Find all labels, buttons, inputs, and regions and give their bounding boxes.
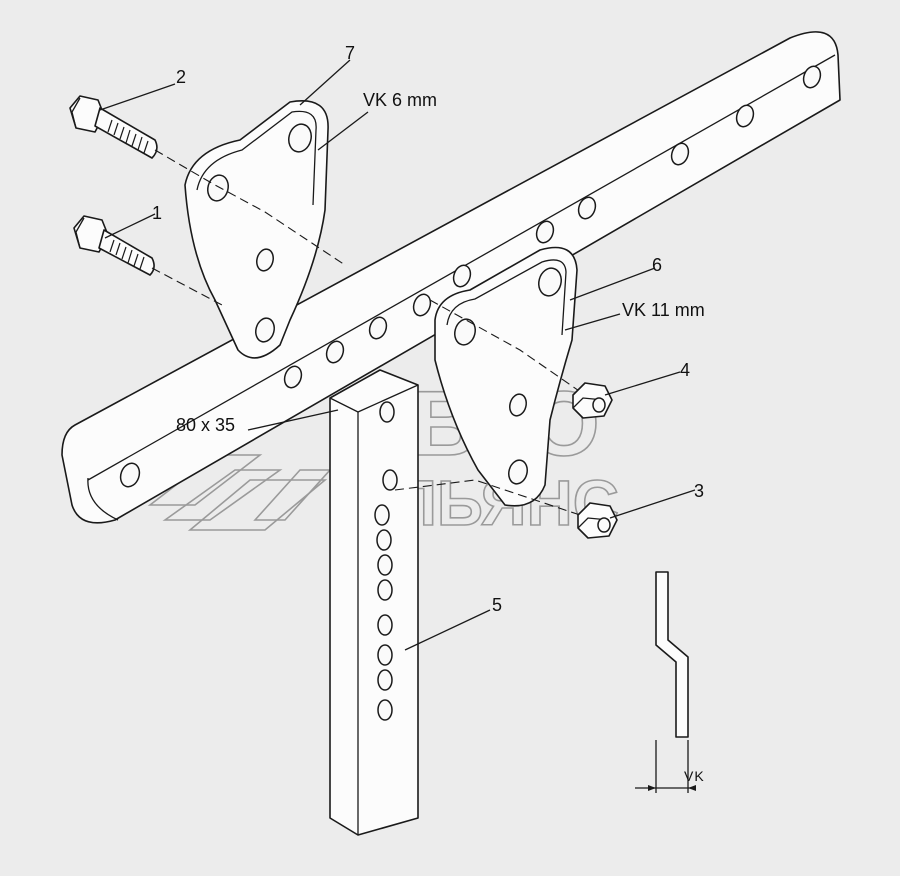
annotation-bracket-upper-offset: VK 6 mm xyxy=(363,90,437,110)
callout-bolt-upper: 2 xyxy=(176,67,186,87)
detail-offset-label: VK xyxy=(684,768,705,784)
callout-nut-lower: 3 xyxy=(694,481,704,501)
callout-bracket-lower: 6 xyxy=(652,255,662,275)
bolt-lower xyxy=(73,215,155,276)
beam-holes xyxy=(119,65,822,488)
annotation-beam-section: 80 x 35 xyxy=(176,415,235,435)
callout-bracket-upper: 7 xyxy=(345,43,355,63)
bolt-upper-axis xyxy=(154,149,346,266)
nut-lower xyxy=(577,502,618,539)
callout-nut-upper: 4 xyxy=(680,360,690,380)
bolt-upper xyxy=(69,95,158,159)
callout-post: 5 xyxy=(492,595,502,615)
nut-upper-axis xyxy=(429,299,586,396)
dimension-arrow-left-icon xyxy=(648,785,656,791)
bracket-lower xyxy=(434,246,578,507)
post-holes xyxy=(374,401,398,721)
offset-detail: VK xyxy=(635,571,705,793)
leader-lines xyxy=(99,59,696,651)
beam xyxy=(61,31,841,524)
dimension-arrow-right-icon xyxy=(688,785,696,791)
post xyxy=(329,369,419,836)
callout-bolt-lower: 1 xyxy=(152,203,162,223)
nut-upper xyxy=(572,382,613,419)
annotation-bracket-lower-offset: VK 11 mm xyxy=(622,300,705,320)
bracket-upper xyxy=(184,100,329,359)
